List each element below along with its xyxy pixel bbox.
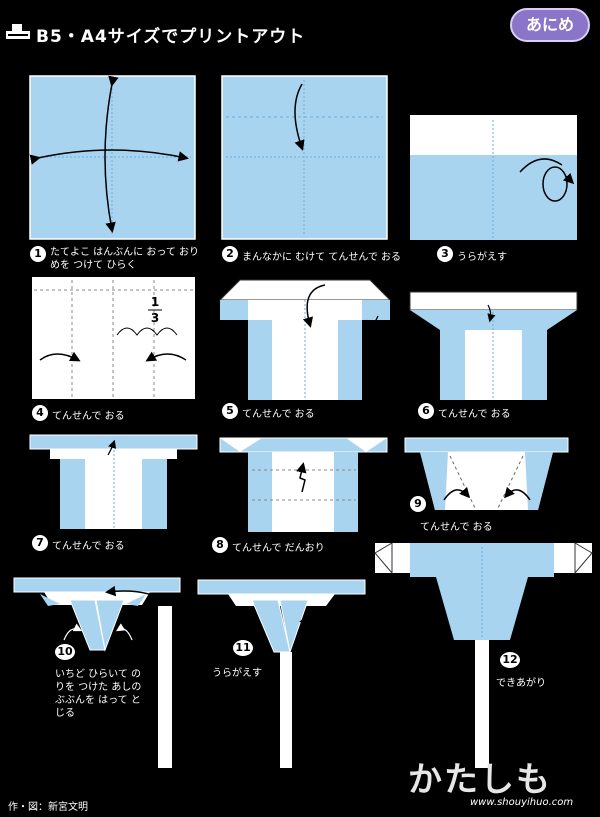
brand-logo: かたしも	[408, 760, 552, 800]
step-instruction: うらがえす	[212, 668, 262, 679]
step-number: 4	[32, 405, 48, 421]
step-instruction: てんせんで だんおり	[232, 543, 325, 554]
step11-diagram	[197, 579, 366, 768]
printer-icon	[6, 24, 30, 39]
step-number: 9	[410, 496, 426, 512]
fraction-denominator: 3	[151, 311, 159, 325]
step-instruction: まんなかに むけて てんせんで おる	[242, 252, 402, 263]
step-instruction: うらがえす	[457, 252, 507, 263]
step-instruction: てんせんで おる	[242, 409, 315, 420]
step1-diagram	[29, 75, 196, 240]
fraction-numerator: 1	[151, 295, 159, 309]
site-url: www.shouyihuo.com	[470, 797, 574, 808]
step-number: 3	[437, 246, 453, 262]
step12-diagram	[374, 542, 593, 768]
step-number: 2	[222, 246, 238, 262]
step2-diagram	[221, 75, 388, 240]
step-number: 12	[500, 652, 520, 668]
step-instruction: てんせんで おる	[52, 541, 125, 552]
author-credit: 作・図：新宮文明	[8, 802, 88, 813]
step7-diagram	[29, 434, 198, 529]
step-number: 1	[30, 246, 46, 262]
step8-diagram	[219, 437, 388, 532]
step-number: 11	[233, 640, 253, 656]
step4-diagram: 1 3	[32, 277, 195, 399]
step6-diagram	[409, 291, 578, 400]
step-instruction: いちど ひらいて のりを つけた あしの ぶぶんを はって とじる	[55, 669, 142, 719]
step-instruction: てんせんで おる	[420, 522, 493, 533]
page-title: B5・A4サイズでプリントアウト	[36, 27, 306, 47]
step9-diagram	[404, 437, 569, 510]
step10-diagram	[13, 577, 181, 768]
step5-diagram	[218, 279, 392, 400]
step-instruction: てんせんで おる	[52, 411, 125, 422]
anime-button[interactable]: あにめ	[510, 8, 590, 42]
step-number: 8	[212, 537, 228, 553]
step-instruction: たてよこ はんぶんに おって おりめを つけて ひらく	[50, 247, 200, 271]
step-number: 10	[55, 644, 75, 660]
step-number: 6	[418, 403, 434, 419]
step-instruction: てんせんで おる	[438, 409, 511, 420]
step-instruction: できあがり	[496, 678, 546, 689]
step-number: 7	[32, 535, 48, 551]
step-number: 5	[222, 403, 238, 419]
step3-diagram	[410, 115, 577, 240]
